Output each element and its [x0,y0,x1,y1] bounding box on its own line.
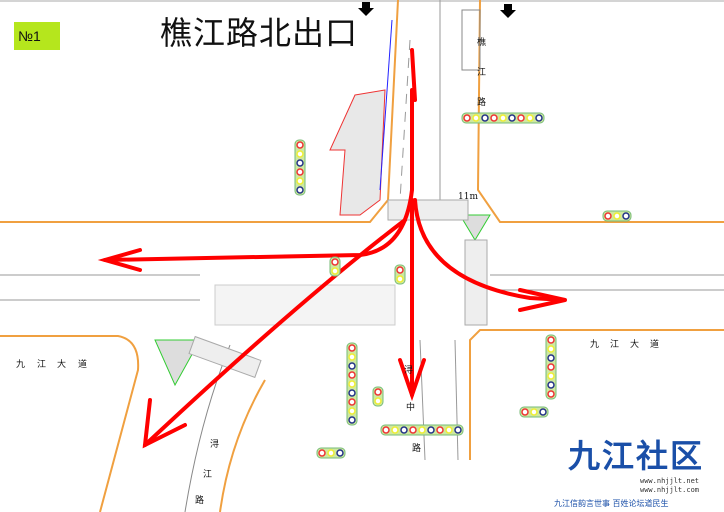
signal-lamp [547,390,555,398]
road-label-east: 大 [630,340,640,350]
signal-lamp [517,114,525,122]
signal-lamp [547,336,555,344]
road-label-west: 九 [16,360,26,370]
signal-lamp [490,114,498,122]
road-label-north: 江 [477,68,487,78]
page-number-badge: №1 [14,22,60,50]
road-label-east: 九 [590,340,600,350]
signal-lamp [296,159,304,167]
signal-lamp [318,449,326,457]
signal-lamp [508,114,516,122]
signal-lamp [454,426,462,434]
signal-lamp [296,141,304,149]
signal-lamp [327,449,335,457]
signal-lamp [396,266,404,274]
signal-lamp [331,267,339,275]
lane-lines [0,0,724,461]
signal-lamp [374,388,382,396]
road-label-north: 路 [477,98,487,108]
signal-lamp [336,449,344,457]
road-label-north: 樵 [477,38,487,48]
page-title: 樵江路北出口 [160,14,359,52]
signal-lamp [535,114,543,122]
road-label-southwest: 路 [195,496,205,506]
signal-lamp [539,408,547,416]
signal-heads [294,112,632,459]
signal-lamp [348,416,356,424]
logo-url-1: www.nhjjlt.net [640,477,700,485]
signal-lamp [547,372,555,380]
road-label-south: 路 [412,444,422,454]
signal-lamp [331,258,339,266]
signal-lamp [400,426,408,434]
road-label-southwest: 江 [203,470,213,480]
logo-name: 九江社区 [568,438,705,474]
signal-lamp [348,371,356,379]
signal-lamp [374,397,382,405]
signal-lamp [396,275,404,283]
signal-lamp [348,353,356,361]
signal-lamp [296,150,304,158]
southwest-arrow [143,218,407,447]
right-turn-arrow [413,198,567,302]
signal-lamp [547,345,555,353]
signal-lamp [526,114,534,122]
signal-lamp [391,426,399,434]
distance-label: 11m [458,192,478,202]
signal-lamp [530,408,538,416]
signal-lamp [604,212,612,220]
signal-lamp [445,426,453,434]
signal-lamp [521,408,529,416]
direction-arrow-icon [500,4,516,18]
arrowhead-icon [142,398,187,449]
road-label-west: 大 [57,360,67,370]
signal-lamp [622,212,630,220]
signal-lamp [409,426,417,434]
arrowhead-icon [518,288,566,312]
signal-lamp [481,114,489,122]
road-label-east: 道 [650,340,660,350]
road-label-south: 中 [406,403,416,413]
signal-lamp [427,426,435,434]
signal-lamp [436,426,444,434]
arrowhead-icon [97,248,142,272]
signal-lamp [348,407,356,415]
direction-arrow-icon [358,2,374,16]
signal-lamp [463,114,471,122]
logo-url-2: www.nhjjlt.com [640,486,700,494]
signal-lamp [348,398,356,406]
signal-lamp [348,344,356,352]
signal-lamp [348,362,356,370]
road-label-south: 浔 [404,366,414,376]
traffic-flow-arrows [97,48,567,449]
signal-lamp [472,114,480,122]
road-label-west: 江 [37,360,47,370]
road-label-southwest: 浔 [210,440,220,450]
signal-lamp [382,426,390,434]
signal-lamp [613,212,621,220]
signal-lamp [296,168,304,176]
road-label-east: 江 [610,340,620,350]
logo-slogan: 九江信韵言世事 百姓论坛道民生 [554,499,669,508]
signal-lamp [296,177,304,185]
signal-lamp [348,380,356,388]
signal-lamp [296,186,304,194]
signal-lamp [418,426,426,434]
arrowhead-icon [398,358,426,402]
signal-lamp [348,389,356,397]
signal-lamp [547,354,555,362]
road-label-west: 道 [78,360,88,370]
signal-lamp [499,114,507,122]
signal-lamp [547,381,555,389]
signal-lamp [547,363,555,371]
